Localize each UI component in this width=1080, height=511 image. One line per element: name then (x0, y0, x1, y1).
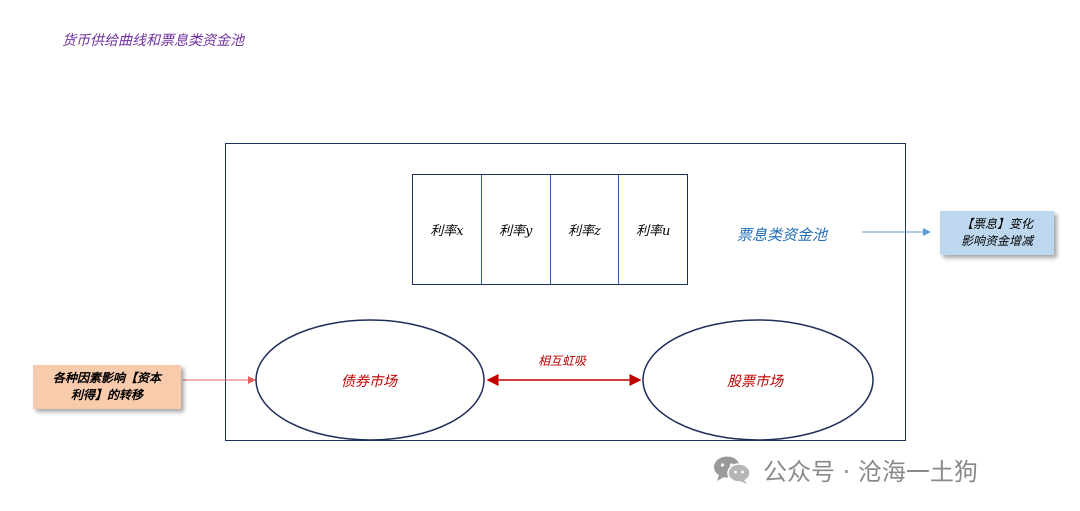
wechat-icon (714, 456, 751, 484)
capital-gain-line2: 利得】的转移 (70, 388, 143, 402)
stock-market-label: 股票市场 (727, 374, 783, 390)
rate-u: 利率u (635, 224, 671, 239)
bond-market-oval (255, 319, 485, 441)
rate-z: 利率z (551, 175, 620, 284)
rate-y: 利率y (482, 175, 551, 284)
capital-gain-line1: 各种因素影响【资本 (52, 371, 161, 385)
coupon-change-box: 【票息】变化 影响资金增减 (940, 211, 1054, 255)
coupon-pool-label: 票息类资金池 (737, 226, 828, 244)
rate-x: 利率x (413, 175, 482, 284)
stock-market-oval (642, 319, 874, 441)
market-frame (225, 143, 906, 441)
watermark-text: 公众号 · 沧海一土狗 (763, 458, 978, 486)
coupon-change-line1: 【票息】变化 (960, 217, 1033, 231)
rate-table: 利率x 利率y 利率z 利率u (412, 174, 688, 285)
siphon-label: 相互虹吸 (538, 354, 587, 368)
page-title: 货币供给曲线和票息类资金池 (62, 33, 244, 49)
capital-gain-box: 各种因素影响【资本 利得】的转移 (33, 365, 181, 409)
watermark: 公众号 · 沧海一土狗 (713, 452, 978, 487)
bond-market-label: 债券市场 (341, 374, 397, 390)
coupon-change-line2: 影响资金增减 (960, 234, 1033, 248)
